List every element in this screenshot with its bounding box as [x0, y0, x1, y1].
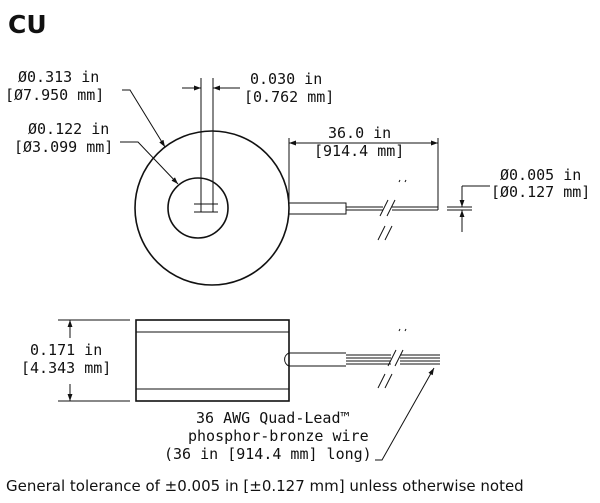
side-break-mark-3 — [377, 373, 386, 389]
wire-callout-leader — [375, 367, 435, 461]
tolerance-note: General tolerance of ±0.005 in [±0.127 m… — [6, 477, 524, 495]
side-break-mark-2 — [394, 349, 404, 367]
lead-tube — [289, 202, 347, 215]
side-break-mark-1 — [387, 349, 397, 367]
product-title: CU — [8, 10, 47, 39]
inner-dia-mm: [Ø3.099 mm] — [14, 138, 113, 156]
inner-dia-leader — [120, 141, 179, 185]
top-view: Ø0.313 in [Ø7.950 mm] Ø0.122 in [Ø3.099 … — [5, 68, 590, 286]
break-dot-2 — [404, 179, 407, 183]
wire-dia-mm: [Ø0.127 mm] — [491, 183, 590, 201]
break-mark-1 — [379, 199, 389, 217]
wire-callout-line3: (36 in [914.4 mm] long) — [164, 445, 372, 463]
outer-dia-leader — [122, 89, 166, 148]
thickness-in: 0.171 in — [30, 341, 102, 359]
coil-inner-hole — [167, 177, 229, 239]
lead-length-mm: [914.4 mm] — [314, 142, 404, 160]
break-mark-3 — [377, 225, 386, 241]
wire-callout-line2: phosphor-bronze wire — [188, 427, 369, 445]
lead-spacing-mm: [0.762 mm] — [244, 88, 334, 106]
break-mark-4 — [384, 225, 393, 241]
break-mark-2 — [386, 199, 396, 217]
coil-outer-circle — [134, 130, 290, 286]
side-break-dot-2 — [404, 328, 407, 332]
side-lead-tube — [284, 352, 346, 367]
wire-dia-in: Ø0.005 in — [500, 166, 581, 184]
thickness-mm: [4.343 mm] — [21, 359, 111, 377]
lead-spacing-in: 0.030 in — [250, 70, 322, 88]
wire-callout-line1: 36 AWG Quad-Lead™ — [196, 409, 350, 427]
coil-side-body — [135, 319, 290, 402]
side-break-dot-1 — [398, 328, 401, 332]
lead-length-in: 36.0 in — [328, 124, 391, 142]
outer-dia-in: Ø0.313 in — [18, 68, 99, 86]
outer-dia-mm: [Ø7.950 mm] — [5, 86, 104, 104]
side-view: 0.171 in [4.343 mm] 36 AWG Quad-Lead™ ph… — [21, 319, 440, 463]
inner-dia-in: Ø0.122 in — [28, 120, 109, 138]
break-dot-1 — [398, 179, 401, 183]
side-break-mark-4 — [384, 373, 393, 389]
